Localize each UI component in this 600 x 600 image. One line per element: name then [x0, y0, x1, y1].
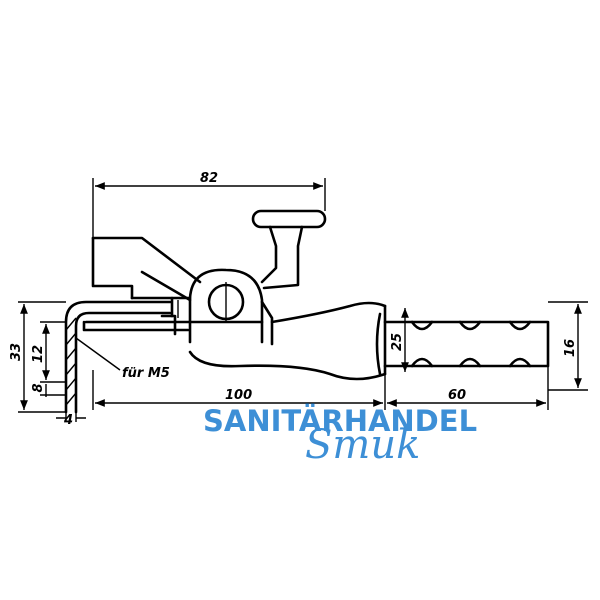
- dim-12: 12: [31, 345, 46, 363]
- extension-lines: [18, 178, 588, 422]
- bracket-profile: [64, 300, 172, 414]
- flange-detail: [160, 296, 177, 336]
- lever-body: [91, 236, 202, 302]
- dim-25: 25: [390, 333, 405, 351]
- knurled-grip: [375, 312, 550, 376]
- watermark-line2: Smuk: [305, 422, 420, 468]
- dim-100: 100: [225, 388, 252, 403]
- dim-33: 33: [9, 343, 24, 361]
- note-leader-line: [75, 337, 121, 371]
- dim-16: 16: [563, 339, 578, 357]
- dim-82: 82: [200, 171, 218, 186]
- main-arm: [82, 301, 387, 381]
- dim-4: 4: [63, 413, 73, 428]
- watermark-line1: SANITÄRHANDEL: [203, 404, 477, 438]
- pivot-housing: [188, 268, 274, 346]
- dim-8: 8: [31, 383, 46, 392]
- handle-knob: [251, 209, 327, 290]
- dim-60: 60: [448, 388, 466, 403]
- thread-note: für M5: [122, 366, 170, 381]
- dimension-lines: [20, 182, 582, 419]
